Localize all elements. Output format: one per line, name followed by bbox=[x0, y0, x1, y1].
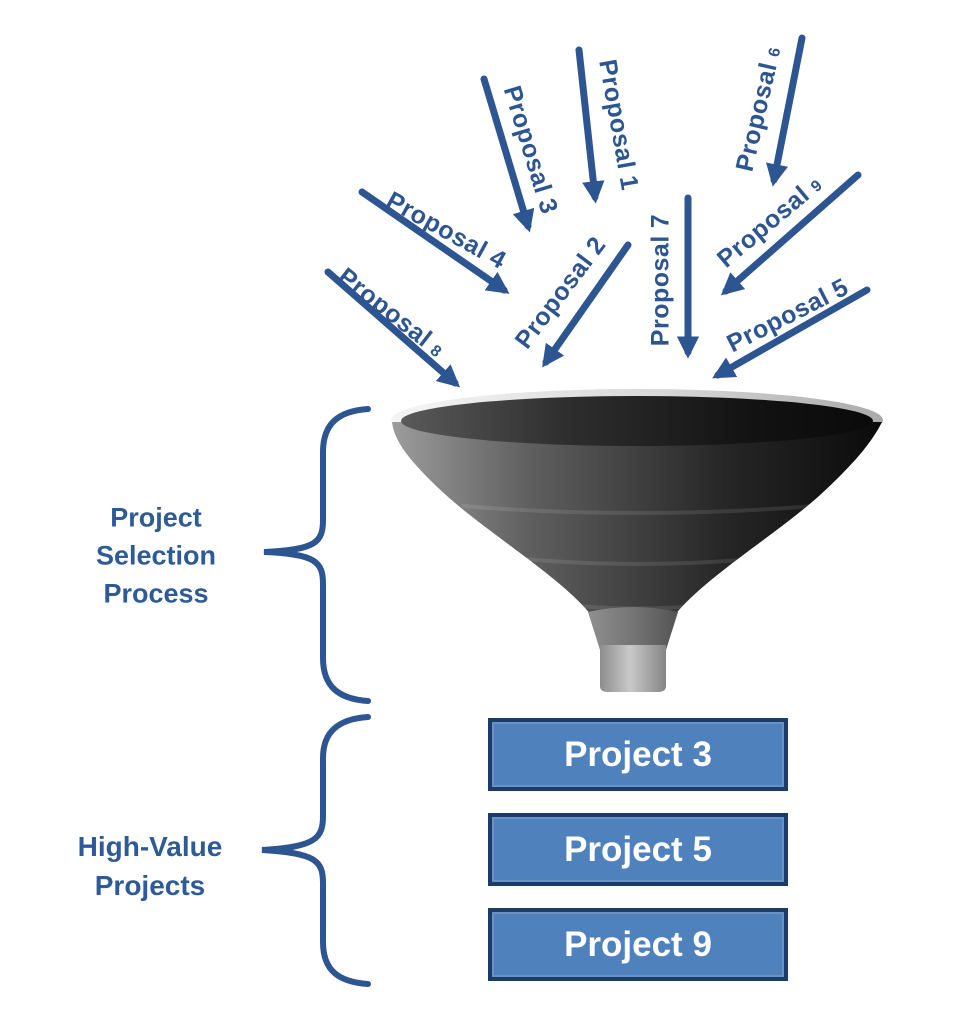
proposal-3-arrow bbox=[480, 75, 535, 233]
selection-process-brace bbox=[263, 406, 371, 704]
funnel-taper bbox=[588, 607, 678, 650]
project-box-9: Project 9 bbox=[488, 908, 788, 981]
project-box-3: Project 3 bbox=[488, 718, 788, 791]
high-value-label-line1: High-Value bbox=[77, 830, 223, 862]
proposal-5-arrow bbox=[712, 286, 871, 379]
project-box-5: Project 5 bbox=[488, 813, 788, 886]
project-3-label: Project 3 bbox=[564, 734, 712, 774]
funnel-cone bbox=[392, 422, 882, 650]
high-value-label-line2: Projects bbox=[94, 870, 206, 901]
selection-label-line3: Process bbox=[103, 577, 209, 608]
proposal-7-number: 7 bbox=[646, 213, 675, 229]
high-value-projects-label: High-Value Projects bbox=[78, 827, 223, 905]
project-5-label: Project 5 bbox=[564, 829, 712, 869]
project-selection-process-label: Project Selection Process bbox=[96, 499, 216, 612]
proposal-7-word: Proposal bbox=[646, 235, 675, 347]
high-value-brace bbox=[261, 714, 371, 987]
proposal-1-arrow bbox=[575, 46, 605, 204]
selection-label-line1: Project bbox=[110, 502, 202, 533]
braces bbox=[261, 406, 371, 987]
proposal-2-arrow bbox=[542, 241, 632, 368]
proposal-4-arrow bbox=[358, 188, 510, 294]
project-9-label: Project 9 bbox=[564, 924, 712, 964]
funnel-opening bbox=[401, 396, 873, 446]
proposal-arrows bbox=[324, 34, 871, 388]
proposal-8-arrow bbox=[324, 268, 461, 388]
selection-label-line2: Selection bbox=[95, 540, 217, 571]
funnel-stem bbox=[600, 645, 666, 692]
proposal-7-label: Proposal 7 bbox=[647, 214, 676, 346]
proposal-9-arrow bbox=[720, 171, 862, 296]
proposal-6-arrow bbox=[766, 34, 806, 187]
funnel-graphic bbox=[391, 389, 883, 692]
